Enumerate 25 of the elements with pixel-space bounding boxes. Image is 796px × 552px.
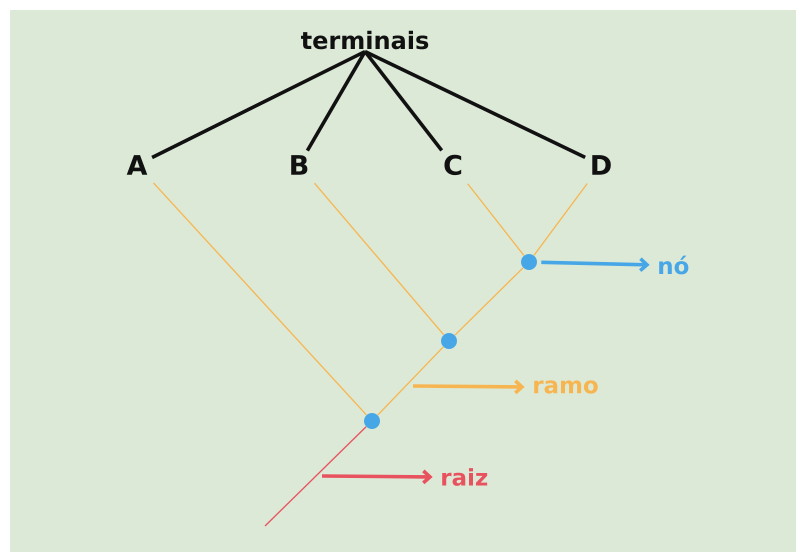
branch-line <box>454 267 524 336</box>
terminal-line <box>306 50 367 152</box>
terminal-label: A <box>126 155 148 175</box>
root-line <box>264 426 367 526</box>
terminal-label: C <box>444 154 462 176</box>
leader-arrow <box>541 257 650 272</box>
node-dot <box>521 254 537 270</box>
terminal-label: B <box>291 155 308 175</box>
callout-label: raiz <box>442 468 488 486</box>
node-dot <box>364 413 380 429</box>
node-dot <box>441 333 457 349</box>
terminal-label: D <box>592 155 611 175</box>
terminal-line <box>364 50 444 152</box>
heading-label: terminais <box>301 30 428 50</box>
branch-line <box>467 183 524 256</box>
terminal-line <box>364 50 586 159</box>
leader-arrow <box>412 380 525 394</box>
leader-arrow <box>322 470 433 484</box>
branch-line <box>153 182 367 416</box>
branch-line <box>533 183 588 256</box>
callout-label: nó <box>659 256 688 274</box>
callout-label: ramo <box>534 380 598 394</box>
branch-line <box>377 346 444 416</box>
terminal-line <box>151 50 366 160</box>
branch-line <box>314 182 444 336</box>
